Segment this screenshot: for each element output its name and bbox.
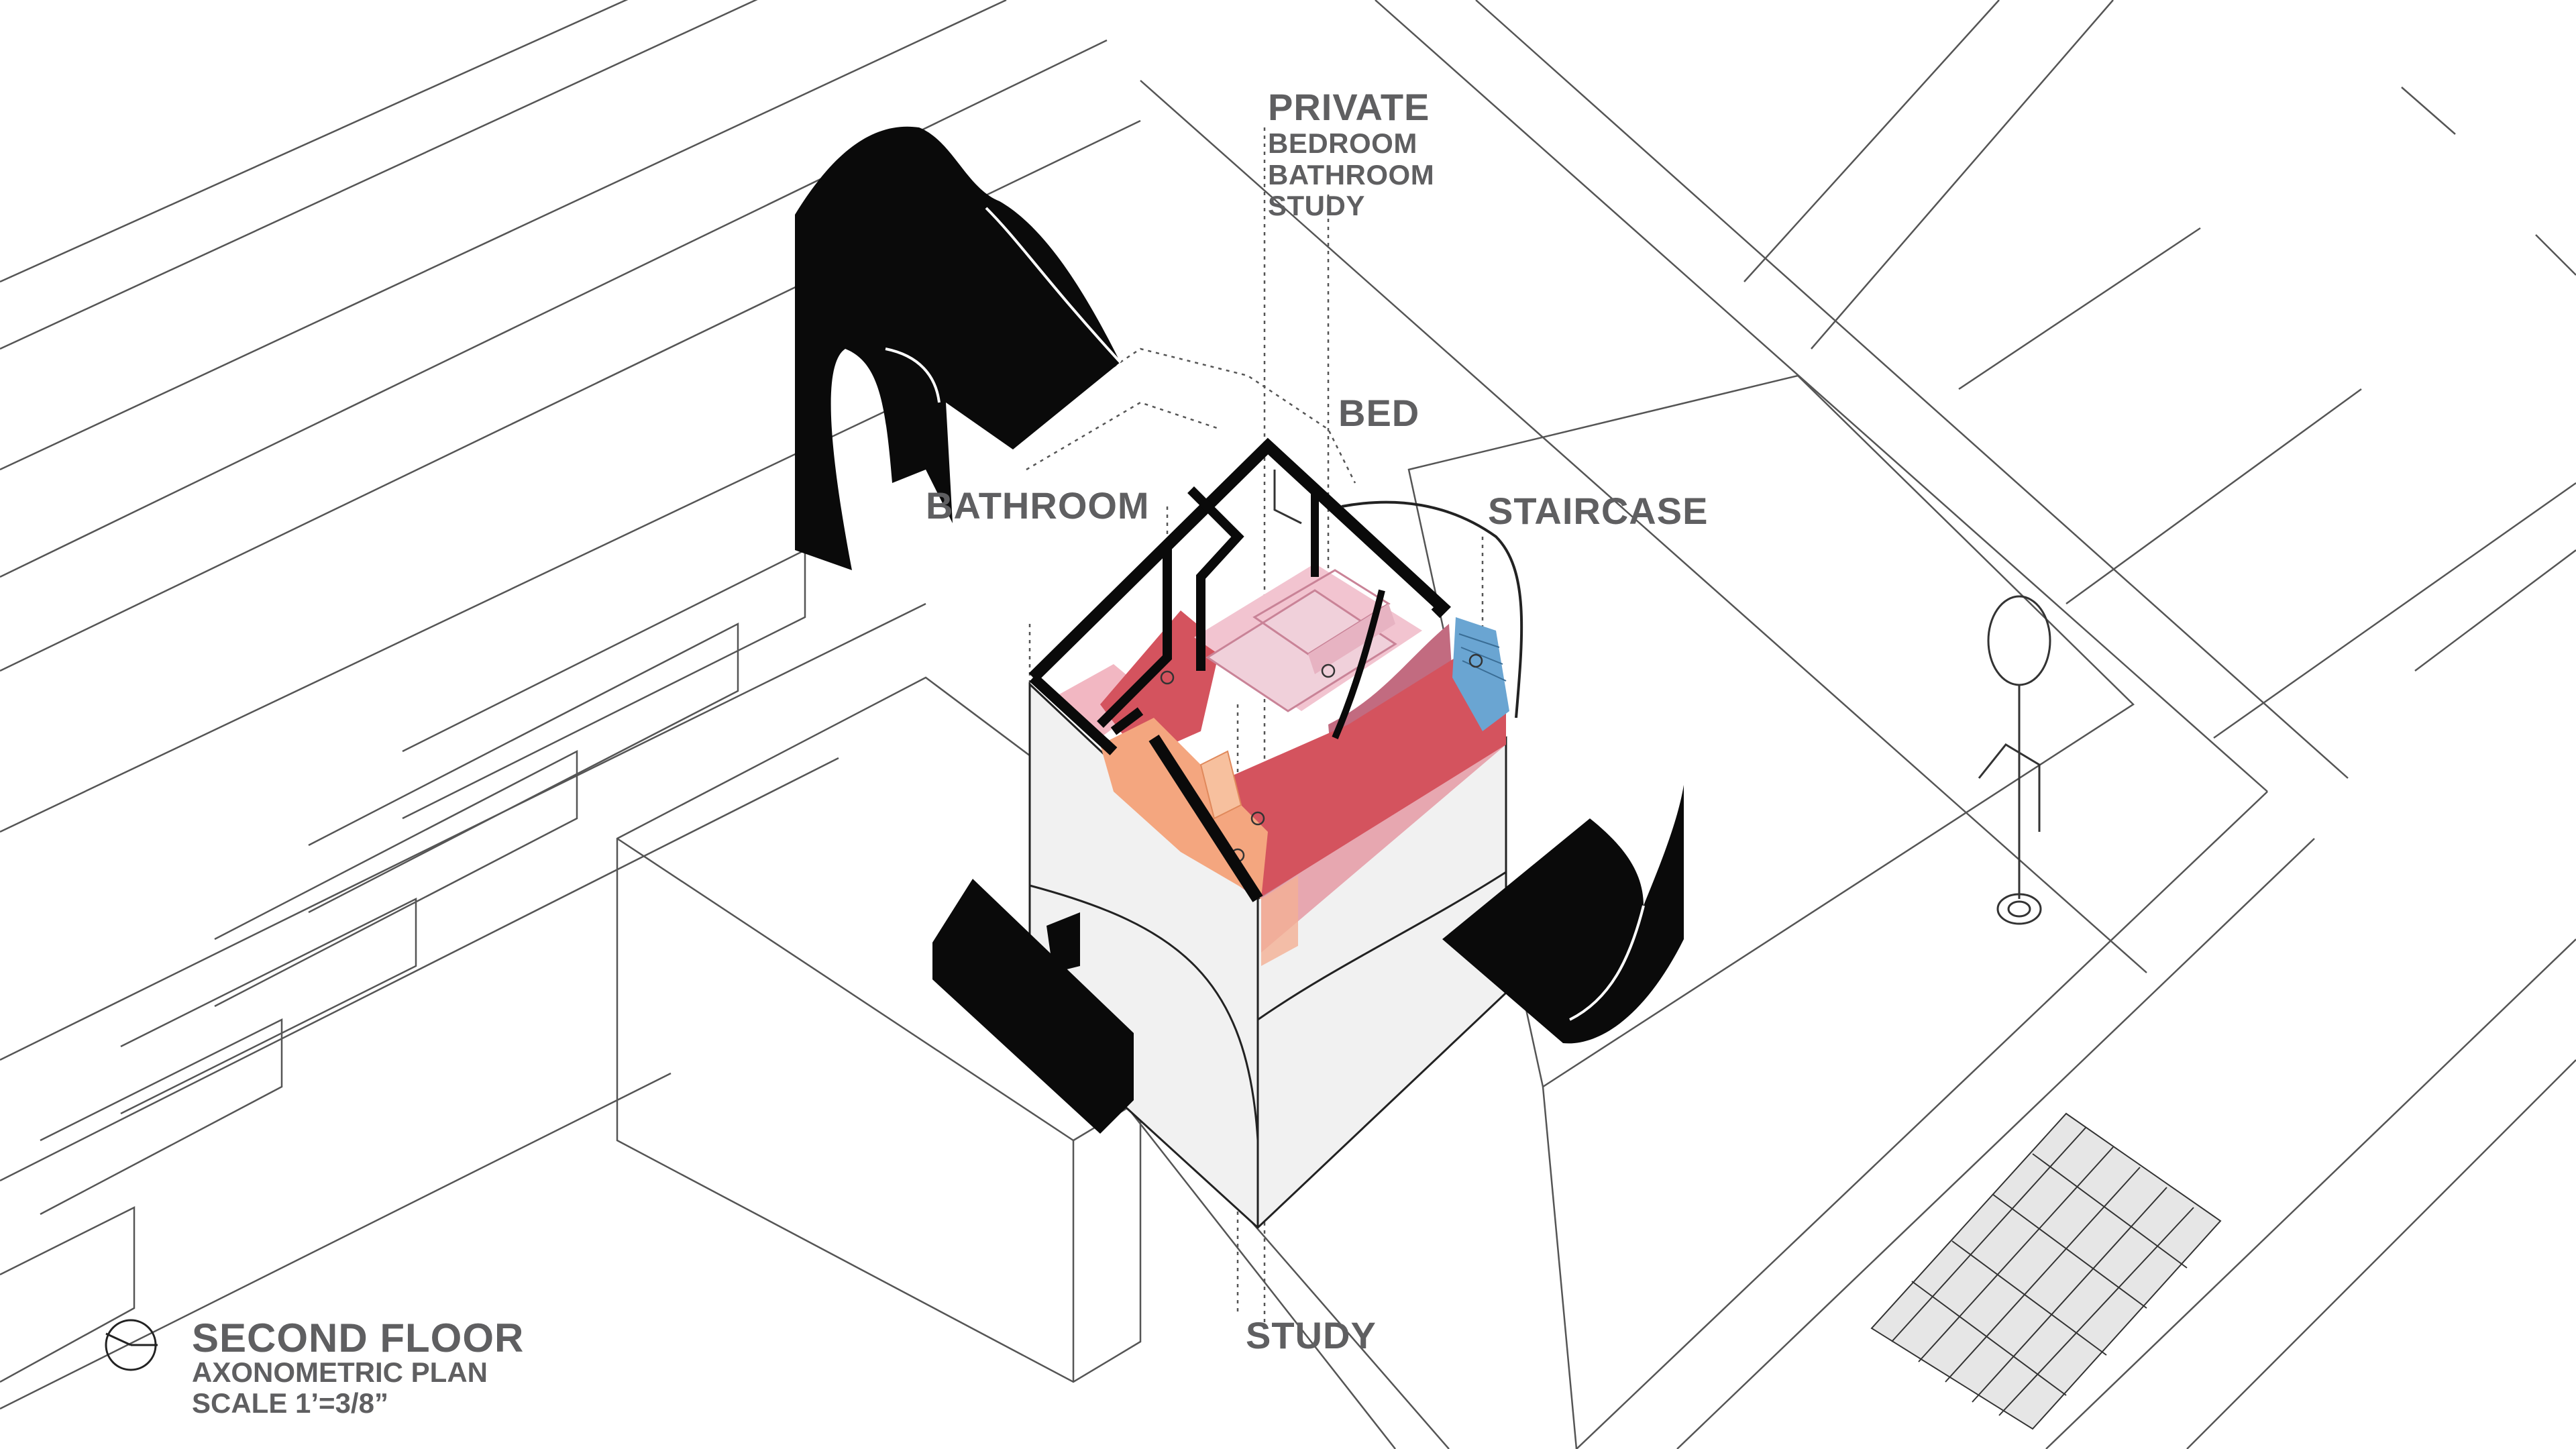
title-block-title: SECOND FLOOR <box>192 1316 525 1360</box>
title-block-subtitle: AXONOMETRIC PLAN <box>192 1356 488 1388</box>
paving-hatch <box>1870 1112 2222 1430</box>
staircase-label: STAIRCASE <box>1488 490 1709 532</box>
floor-walls <box>1028 437 1523 902</box>
study-label: STUDY <box>1246 1314 1377 1356</box>
title-block-scale: SCALE 1’=3/8” <box>192 1387 388 1419</box>
bathroom-label: BATHROOM <box>926 484 1150 527</box>
private-item-bathroom: BATHROOM <box>1268 159 1435 191</box>
black-masses <box>795 126 1684 1134</box>
west-mass <box>932 879 1134 1134</box>
private-item-bedroom: BEDROOM <box>1268 127 1417 159</box>
street-lamp-icon <box>1978 595 2051 925</box>
east-mass <box>1442 785 1684 1044</box>
north-arrow-icon <box>105 1319 158 1371</box>
floor-plan <box>1053 564 1509 899</box>
private-item-study: STUDY <box>1268 190 1365 221</box>
north-mass <box>795 126 1120 571</box>
private-title: PRIVATE <box>1268 86 1430 128</box>
bed-label: BED <box>1338 392 1420 434</box>
